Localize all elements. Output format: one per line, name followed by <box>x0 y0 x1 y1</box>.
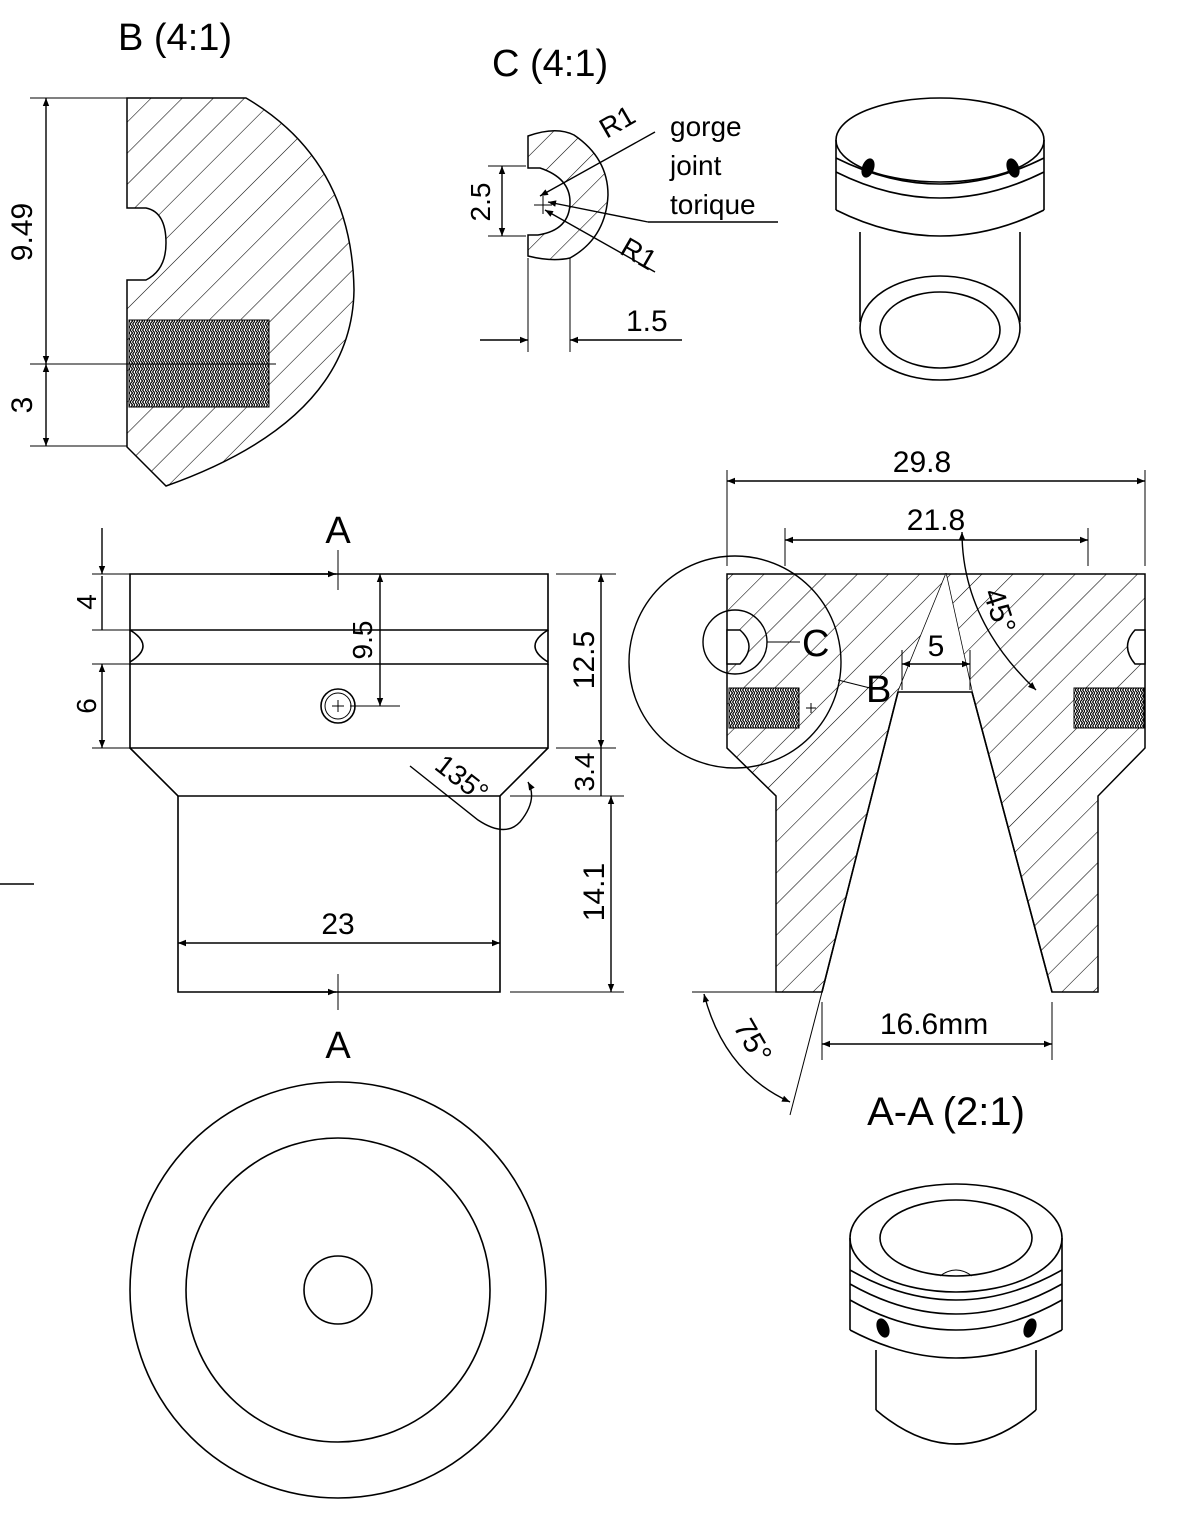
front-dim-label-4: 4 <box>71 594 102 610</box>
front-dim-label-14-1: 14.1 <box>578 863 611 921</box>
section-thread-right <box>1073 687 1145 729</box>
section-a-a-view: 29.8 21.8 C B 5 45° 75° <box>628 446 1146 1134</box>
section-right-wall <box>945 573 1146 993</box>
section-detail-b-label: B <box>866 669 891 711</box>
top-view <box>129 1081 547 1499</box>
detail-b-dim-label-3: 3 <box>6 397 39 414</box>
detail-b-section <box>126 97 355 487</box>
detail-c-r1-bottom: R1 <box>615 231 662 276</box>
detail-c-section <box>527 130 609 261</box>
iso-view-top <box>835 97 1045 381</box>
detail-c-r1-top: R1 <box>594 99 641 144</box>
section-dim-label-16-6: 16.6mm <box>880 1008 988 1041</box>
section-title: A-A (2:1) <box>867 1090 1025 1134</box>
detail-c-note-line2: joint <box>669 150 722 181</box>
detail-c-dim-label-1-5: 1.5 <box>626 305 668 338</box>
detail-c-dim-label-2-5: 2.5 <box>465 183 496 222</box>
section-dim-label-29-8: 29.8 <box>893 446 951 479</box>
front-dim-label-23: 23 <box>321 908 354 941</box>
detail-b-circle <box>628 555 842 769</box>
iso-view-bottom <box>849 1183 1063 1445</box>
detail-c-note-line3: torique <box>670 189 756 220</box>
detail-b-title: B (4:1) <box>118 17 232 59</box>
section-cut-label-top: A <box>325 510 351 552</box>
section-thread-left <box>728 687 800 729</box>
section-dim-label-21-8: 21.8 <box>907 504 965 537</box>
section-cut-label-bottom: A <box>325 1025 351 1067</box>
front-view: A A 4 6 9.5 12.5 3.4 14.1 23 135° <box>0 510 624 1067</box>
front-dim-label-9-5: 9.5 <box>347 621 378 660</box>
section-left-wall <box>726 573 948 993</box>
section-dim-label-5: 5 <box>928 630 945 663</box>
front-angle-label-135: 135° <box>429 748 494 808</box>
detail-b-dim-label-9-49: 9.49 <box>6 203 39 261</box>
section-angle-label-75: 75° <box>727 1013 778 1069</box>
detail-c-note-line1: gorge <box>670 111 742 142</box>
section-detail-c-label: C <box>802 623 829 665</box>
detail-c-view: C (4:1) 1.5 2.5 R1 R1 gorge joint toriqu… <box>465 43 778 352</box>
front-dim-label-6: 6 <box>71 698 102 714</box>
detail-b-view: B (4:1) 9.49 3 <box>6 17 355 487</box>
detail-c-title: C (4:1) <box>492 43 608 85</box>
front-dim-label-12-5: 12.5 <box>568 631 601 689</box>
front-dim-label-3-4: 3.4 <box>569 753 600 792</box>
